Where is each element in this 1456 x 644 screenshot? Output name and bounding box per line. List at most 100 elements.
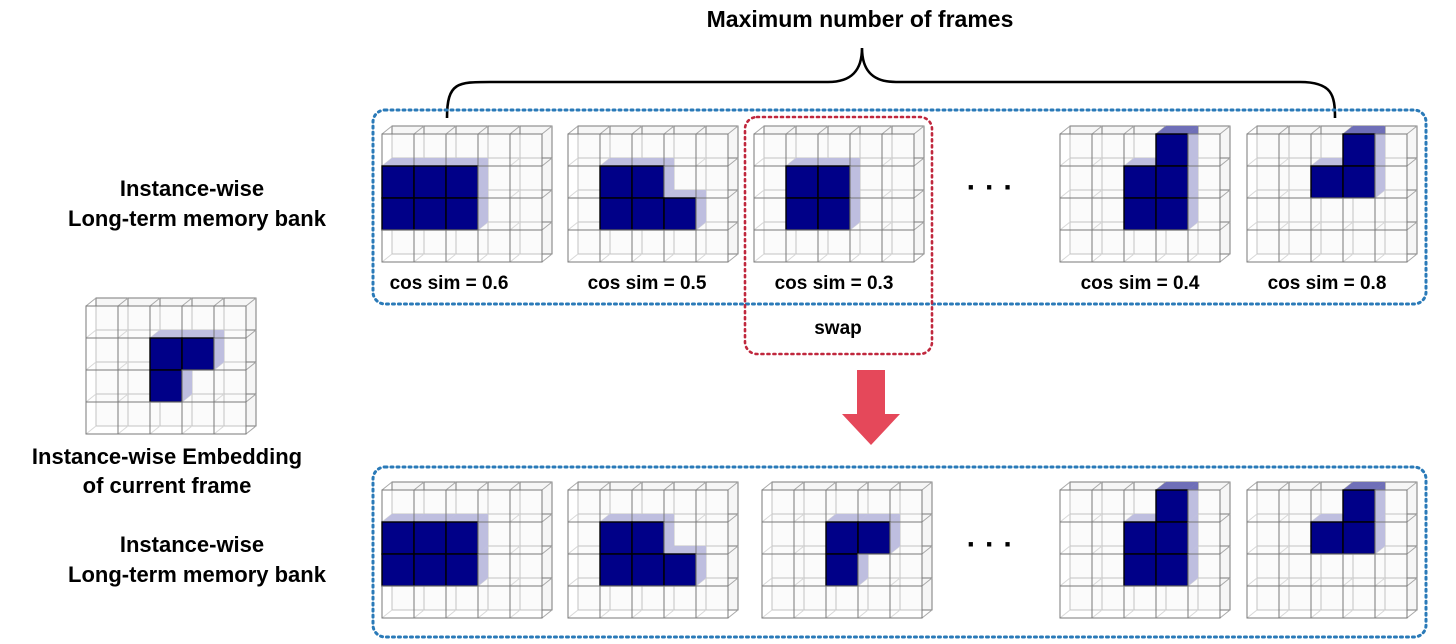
bottom-frame-4-empty-cell	[1155, 585, 1189, 619]
top-frame-2-empty-cell	[599, 133, 633, 167]
embedding-label-line1: Instance-wise Embedding	[32, 444, 302, 469]
bottom-frame-2-filled-cell	[631, 553, 665, 587]
bottom-frame-5-empty-cell	[1246, 521, 1280, 555]
top-frame-2-cos-label: cos sim = 0.5	[588, 273, 707, 294]
bottom-frame-1-filled-cell	[381, 521, 415, 555]
bottom-frame-1-filled-cell	[445, 521, 479, 555]
bottom-frame-4-empty-cell	[1187, 521, 1221, 555]
bottom-frame-2-empty-cell	[663, 521, 697, 555]
bottom-frame-2-empty-cell	[631, 585, 665, 619]
top-frame-2-empty-cell	[631, 229, 665, 263]
top-frame-2-filled-cell	[599, 197, 633, 231]
top-frame-2-empty-cell	[567, 133, 601, 167]
bottom-frame-5-empty-cell	[1278, 585, 1312, 619]
top-frame-3-grid	[753, 125, 925, 263]
bottom-frame-5-empty-cell	[1310, 553, 1344, 587]
bottom-frame-3-empty-cell	[793, 585, 827, 619]
bottom-frame-4-empty-cell	[1059, 553, 1093, 587]
top-frame-2-empty-cell	[663, 133, 697, 167]
embedding-empty-cell	[117, 369, 151, 403]
bottom-frame-2-empty-cell	[599, 585, 633, 619]
top-frame-2-empty-cell	[567, 229, 601, 263]
top-frame-1-empty-cell	[477, 229, 511, 263]
bottom-frame-4-filled-cell	[1155, 553, 1189, 587]
top-frame-4-empty-cell	[1091, 133, 1125, 167]
bottom-frame-3-filled-cell	[825, 521, 859, 555]
embedding-filled-cell	[149, 369, 183, 403]
top-frame-1-empty-cell	[445, 229, 479, 263]
bottom-frame-3-empty-cell	[761, 489, 795, 523]
top-frame-5-empty-cell	[1278, 133, 1312, 167]
bottom-frame-2-grid	[567, 481, 739, 619]
swap-highlight-border	[743, 115, 934, 356]
embedding-empty-cell	[181, 401, 215, 435]
top-frame-4-cos-label: cos sim = 0.4	[1081, 273, 1200, 294]
top-frame-2-empty-cell	[663, 229, 697, 263]
bottom-frame-1-empty-cell	[477, 521, 511, 555]
bottom-frame-3-empty-cell	[793, 521, 827, 555]
bottom-frame-2-empty-cell	[567, 489, 601, 523]
top-frame-5-cos-label: cos sim = 0.8	[1268, 273, 1387, 294]
bottom-frame-1-empty-cell	[509, 585, 543, 619]
bottom-frame-4-empty-cell	[1187, 489, 1221, 523]
bottom-frame-5-empty-cell	[1246, 553, 1280, 587]
top-frame-4-empty-cell	[1187, 229, 1221, 263]
bottom-frame-2-empty-cell	[695, 585, 729, 619]
diagram-title: Maximum number of frames	[707, 6, 1014, 32]
bottom-frame-3-empty-cell	[793, 553, 827, 587]
bottom-frame-4-empty-cell	[1091, 585, 1125, 619]
bottom-frame-4-empty-cell	[1059, 489, 1093, 523]
top-frame-1-cos-label: cos sim = 0.6	[390, 273, 509, 294]
top-frame-4-empty-cell	[1091, 197, 1125, 231]
bottom-frame-5-empty-cell	[1374, 553, 1408, 587]
bottom-frame-4-filled-cell	[1123, 521, 1157, 555]
bottom-frame-2-empty-cell	[695, 521, 729, 555]
top-memory-bank-border	[371, 108, 1428, 306]
top-frame-5-empty-cell	[1310, 133, 1344, 167]
bottom-frame-5-empty-cell	[1310, 489, 1344, 523]
embedding-empty-cell	[85, 337, 119, 371]
top-frame-1-empty-cell	[413, 229, 447, 263]
top-frame-4-empty-cell	[1155, 229, 1189, 263]
top-frame-1-empty-cell	[477, 133, 511, 167]
top-frame-1-empty-cell	[509, 165, 543, 199]
top-frame-1-empty-cell	[509, 197, 543, 231]
bottom-frame-2-filled-cell	[663, 553, 697, 587]
bottom-frame-1-empty-cell	[413, 585, 447, 619]
top-frame-4-empty-cell	[1187, 165, 1221, 199]
bottom-bank-ellipsis: · · ·	[967, 528, 1014, 561]
top-frame-5-empty-cell	[1278, 229, 1312, 263]
bottom-frame-5-empty-cell	[1278, 521, 1312, 555]
top-frame-3-filled-cell	[817, 197, 851, 231]
top-frame-5-empty-cell	[1374, 165, 1408, 199]
top-frame-1-filled-cell	[445, 165, 479, 199]
bottom-frame-2-empty-cell	[663, 489, 697, 523]
bottom-frame-4-empty-cell	[1059, 521, 1093, 555]
top-frame-5-empty-cell	[1278, 165, 1312, 199]
top-frame-3-filled-cell	[785, 165, 819, 199]
bottom-frame-3-empty-cell	[889, 585, 923, 619]
embedding-empty-cell	[117, 305, 151, 339]
top-frame-4-filled-cell-top	[1156, 126, 1198, 134]
top-frame-3-empty-cell	[881, 165, 915, 199]
embedding-empty-cell	[149, 305, 183, 339]
top-frame-2-filled-cell	[599, 165, 633, 199]
bottom-frame-1-filled-cell	[381, 553, 415, 587]
bottom-frame-2-empty-cell	[567, 553, 601, 587]
bottom-frame-5-empty-cell	[1278, 553, 1312, 587]
top-frame-4-empty-cell	[1059, 229, 1093, 263]
top-frame-4-empty-cell	[1187, 133, 1221, 167]
bottom-frame-4-filled-cell-top	[1156, 482, 1198, 490]
top-frame-3-empty-cell	[849, 229, 883, 263]
top-frame-5-filled-cell	[1342, 165, 1376, 199]
top-frame-3-empty-cell	[753, 165, 787, 199]
bottom-frame-5-empty-cell	[1374, 521, 1408, 555]
top-frame-2-empty-cell	[663, 165, 697, 199]
top-frame-1-filled-cell	[413, 165, 447, 199]
top-frame-4-empty-cell	[1187, 197, 1221, 231]
bottom-frame-5-empty-cell	[1278, 489, 1312, 523]
bottom-frame-3-empty-cell	[825, 489, 859, 523]
bottom-frame-1-empty-cell	[477, 489, 511, 523]
bottom-frame-2-filled-cell	[599, 553, 633, 587]
